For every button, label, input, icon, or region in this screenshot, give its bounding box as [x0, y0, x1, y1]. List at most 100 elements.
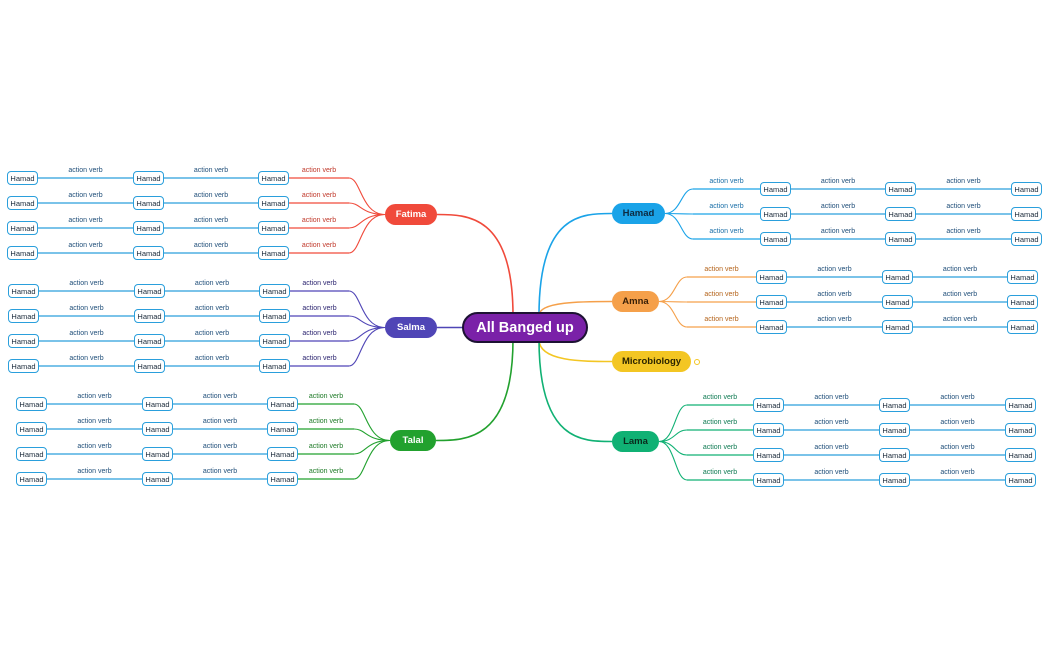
leaf-node[interactable]: Hamad — [882, 270, 913, 284]
leaf-node[interactable]: Hamad — [7, 171, 38, 185]
leaf-node[interactable]: Hamad — [1005, 423, 1036, 437]
relation-label: action verb — [69, 355, 104, 362]
relation-label: action verb — [709, 228, 744, 235]
leaf-connector — [664, 188, 694, 215]
leaf-node[interactable]: Hamad — [1005, 448, 1036, 462]
branch-topic-microbiology[interactable]: Microbiology — [612, 351, 691, 372]
leaf-node[interactable]: Hamad — [879, 448, 910, 462]
branch-topic-fatima[interactable]: Fatima — [385, 204, 437, 225]
leaf-node[interactable]: Hamad — [16, 422, 47, 436]
leaf-node[interactable]: Hamad — [753, 423, 784, 437]
relation-label: action verb — [68, 167, 103, 174]
leaf-node[interactable]: Hamad — [882, 295, 913, 309]
relation-label: action verb — [308, 443, 344, 450]
leaf-node[interactable]: Hamad — [133, 196, 164, 210]
leaf-node[interactable]: Hamad — [258, 171, 289, 185]
leaf-node[interactable]: Hamad — [756, 320, 787, 334]
leaf-node[interactable]: Hamad — [1007, 295, 1038, 309]
leaf-node[interactable]: Hamad — [879, 398, 910, 412]
leaf-node[interactable]: Hamad — [760, 207, 791, 221]
leaf-node[interactable]: Hamad — [142, 422, 173, 436]
leaf-node[interactable]: Hamad — [753, 398, 784, 412]
leaf-node[interactable]: Hamad — [1011, 207, 1042, 221]
leaf-node[interactable]: Hamad — [1011, 182, 1042, 196]
leaf-node[interactable]: Hamad — [8, 284, 39, 298]
leaf-node[interactable]: Hamad — [7, 196, 38, 210]
branch-connector-fatima — [436, 213, 514, 316]
relation-label: action verb — [69, 330, 104, 337]
leaf-node[interactable]: Hamad — [142, 397, 173, 411]
relation-label: action verb — [194, 280, 230, 287]
leaf-node[interactable]: Hamad — [879, 423, 910, 437]
leaf-node[interactable]: Hamad — [885, 182, 916, 196]
leaf-node[interactable]: Hamad — [258, 196, 289, 210]
leaf-node[interactable]: Hamad — [760, 232, 791, 246]
branch-topic-hamad[interactable]: Hamad — [612, 203, 665, 224]
leaf-node[interactable]: Hamad — [885, 207, 916, 221]
relation-label: action verb — [702, 394, 738, 401]
leaf-node[interactable]: Hamad — [760, 182, 791, 196]
relation-label: action verb — [302, 330, 337, 337]
leaf-node[interactable]: Hamad — [267, 447, 298, 461]
leaf-node[interactable]: Hamad — [267, 422, 298, 436]
leaf-node[interactable]: Hamad — [134, 359, 165, 373]
leaf-node[interactable]: Hamad — [756, 270, 787, 284]
leaf-node[interactable]: Hamad — [134, 309, 165, 323]
leaf-node[interactable]: Hamad — [133, 246, 164, 260]
leaf-node[interactable]: Hamad — [753, 473, 784, 487]
relation-label: action verb — [77, 393, 112, 400]
leaf-node[interactable]: Hamad — [753, 448, 784, 462]
relation-label: action verb — [202, 418, 238, 425]
leaf-node[interactable]: Hamad — [16, 447, 47, 461]
leaf-connector — [658, 404, 688, 443]
relation-label: action verb — [202, 468, 238, 475]
leaf-node[interactable]: Hamad — [142, 472, 173, 486]
leaf-node[interactable]: Hamad — [259, 334, 290, 348]
leaf-node[interactable]: Hamad — [267, 472, 298, 486]
leaf-node[interactable]: Hamad — [885, 232, 916, 246]
leaf-node[interactable]: Hamad — [8, 359, 39, 373]
leaf-node[interactable]: Hamad — [259, 359, 290, 373]
leaf-connector — [353, 428, 391, 442]
leaf-node[interactable]: Hamad — [258, 246, 289, 260]
collapse-toggle-icon[interactable] — [694, 358, 700, 365]
leaf-node[interactable]: Hamad — [879, 473, 910, 487]
leaf-node[interactable]: Hamad — [8, 334, 39, 348]
relation-label: action verb — [817, 316, 852, 323]
branch-topic-lama[interactable]: Lama — [612, 431, 659, 452]
leaf-node[interactable]: Hamad — [1011, 232, 1042, 246]
branch-topic-salma[interactable]: Salma — [385, 317, 437, 338]
leaf-node[interactable]: Hamad — [258, 221, 289, 235]
leaf-node[interactable]: Hamad — [7, 246, 38, 260]
leaf-node[interactable]: Hamad — [267, 397, 298, 411]
relation-label: action verb — [77, 468, 112, 475]
relation-label: action verb — [817, 291, 852, 298]
leaf-node[interactable]: Hamad — [8, 309, 39, 323]
leaf-node[interactable]: Hamad — [134, 334, 165, 348]
branch-topic-amna[interactable]: Amna — [612, 291, 659, 312]
leaf-node[interactable]: Hamad — [1007, 270, 1038, 284]
leaf-connector — [658, 276, 688, 303]
branch-topic-talal[interactable]: Talal — [390, 430, 436, 451]
relation-label: action verb — [702, 469, 738, 476]
leaf-node[interactable]: Hamad — [1005, 473, 1036, 487]
leaf-node[interactable]: Hamad — [259, 309, 290, 323]
leaf-connector — [353, 439, 391, 480]
relation-label: action verb — [69, 280, 104, 287]
leaf-node[interactable]: Hamad — [134, 284, 165, 298]
leaf-node[interactable]: Hamad — [133, 221, 164, 235]
leaf-node[interactable]: Hamad — [7, 221, 38, 235]
leaf-node[interactable]: Hamad — [259, 284, 290, 298]
leaf-node[interactable]: Hamad — [756, 295, 787, 309]
leaf-node[interactable]: Hamad — [1007, 320, 1038, 334]
leaf-node[interactable]: Hamad — [1005, 398, 1036, 412]
relation-label: action verb — [193, 192, 229, 199]
leaf-node[interactable]: Hamad — [16, 397, 47, 411]
leaf-node[interactable]: Hamad — [133, 171, 164, 185]
relation-label: action verb — [702, 444, 738, 451]
leaf-node[interactable]: Hamad — [142, 447, 173, 461]
relation-label: action verb — [308, 418, 344, 425]
central-topic[interactable]: All Banged up — [462, 312, 588, 343]
leaf-node[interactable]: Hamad — [16, 472, 47, 486]
leaf-node[interactable]: Hamad — [882, 320, 913, 334]
